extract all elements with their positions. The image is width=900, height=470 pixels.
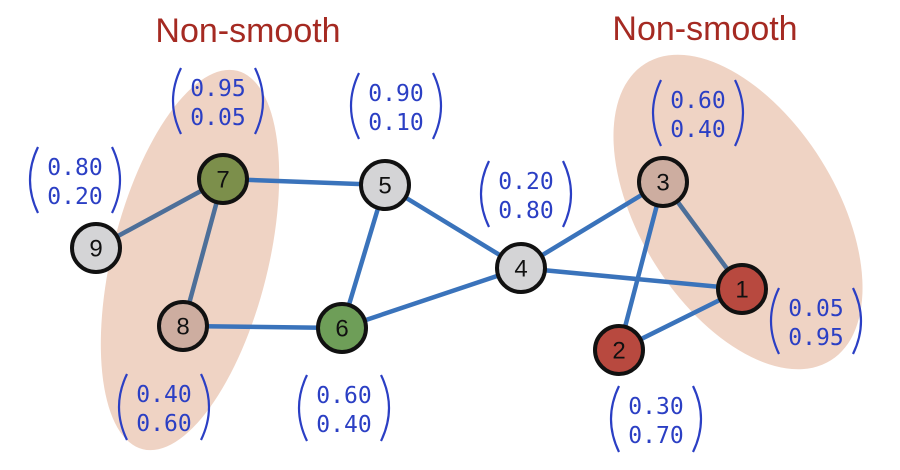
vector-1-bottom-value: 0.95 (788, 325, 843, 351)
region-title-right: Non-smooth (612, 10, 797, 48)
vector-1-left-paren (769, 287, 780, 355)
vector-9: 0.80 0.20 (28, 146, 122, 214)
vector-2-top-value: 0.30 (628, 394, 683, 420)
region-title-left: Non-smooth (155, 12, 340, 50)
vector-6-left-paren (297, 374, 308, 442)
node-1-circle (716, 263, 768, 315)
vector-8-left-paren (117, 373, 128, 441)
vector-7-left-paren (171, 67, 182, 135)
edge-6-4 (339, 265, 524, 331)
node-5-label: 5 (378, 173, 391, 200)
node-8: 8 (157, 300, 209, 352)
node-7: 7 (197, 153, 249, 205)
node-8-label: 8 (176, 314, 189, 341)
vector-2-right-paren (692, 385, 703, 453)
vector-2-bottom-value: 0.70 (628, 423, 683, 449)
edge-4-3 (518, 179, 666, 271)
vector-7-bottom-value: 0.05 (190, 105, 245, 131)
node-1-label: 1 (735, 277, 748, 304)
edge-3-2 (616, 179, 666, 353)
vector-5-right-paren (432, 72, 443, 140)
node-7-circle (197, 153, 249, 205)
vector-2-left-paren (609, 385, 620, 453)
node-6: 6 (316, 302, 368, 354)
node-7-label: 7 (216, 167, 229, 194)
vector-6-bottom-value: 0.40 (316, 412, 371, 438)
node-6-circle (316, 302, 368, 354)
node-2-circle (593, 324, 645, 376)
vector-3-bottom-value: 0.40 (670, 117, 725, 143)
vector-1: 0.05 0.95 (769, 287, 863, 355)
vector-9-right-paren (111, 146, 122, 214)
vector-8-bottom-value: 0.60 (136, 411, 191, 437)
edge-8-6 (180, 323, 345, 331)
vector-4-right-paren (562, 160, 573, 228)
vector-1-right-paren (852, 287, 863, 355)
node-9: 9 (70, 222, 122, 274)
node-2: 2 (593, 324, 645, 376)
vector-7-right-paren (254, 67, 265, 135)
node-8-circle (157, 300, 209, 352)
node-3-label: 3 (656, 170, 669, 197)
vector-5-bottom-value: 0.10 (368, 110, 423, 136)
node-6-label: 6 (335, 316, 348, 343)
vector-9-left-paren (28, 146, 39, 214)
node-5: 5 (359, 159, 411, 211)
node-4-label: 4 (514, 256, 527, 283)
vector-4-left-paren (479, 160, 490, 228)
edge-7-5 (220, 176, 388, 188)
vector-1-top-value: 0.05 (788, 296, 843, 322)
vector-7: 0.95 0.05 (171, 67, 265, 135)
nodes-layer: 1 2 3 4 5 6 7 8 9 (70, 153, 768, 376)
vector-6: 0.60 0.40 (297, 374, 391, 442)
node-3: 3 (637, 156, 689, 208)
edge-4-1 (518, 265, 745, 292)
node-1: 1 (716, 263, 768, 315)
node-4: 4 (495, 242, 547, 294)
vector-3-left-paren (651, 79, 662, 147)
vector-6-right-paren (380, 374, 391, 442)
node-9-label: 9 (89, 236, 102, 263)
vector-2: 0.30 0.70 (609, 385, 703, 453)
vector-4-bottom-value: 0.80 (498, 198, 553, 224)
node-5-circle (359, 159, 411, 211)
vectors-layer: 0.05 0.95 0.30 0.70 0.60 0.40 0.20 0.80 0.90 0.10… (28, 67, 863, 453)
vector-8: 0.40 0.60 (117, 373, 211, 441)
edge-5-4 (382, 182, 524, 271)
node-2-label: 2 (612, 338, 625, 365)
node-9-circle (70, 222, 122, 274)
vector-4-top-value: 0.20 (498, 169, 553, 195)
vector-3: 0.60 0.40 (651, 79, 745, 147)
vector-9-top-value: 0.80 (47, 155, 102, 181)
node-3-circle (637, 156, 689, 208)
vector-3-top-value: 0.60 (670, 88, 725, 114)
vector-5: 0.90 0.10 (349, 72, 443, 140)
vector-8-right-paren (200, 373, 211, 441)
vector-5-top-value: 0.90 (368, 81, 423, 107)
vector-5-left-paren (349, 72, 360, 140)
vector-9-bottom-value: 0.20 (47, 184, 102, 210)
vector-3-right-paren (734, 79, 745, 147)
vector-7-top-value: 0.95 (190, 76, 245, 102)
vector-6-top-value: 0.60 (316, 383, 371, 409)
node-4-circle (495, 242, 547, 294)
vector-8-top-value: 0.40 (136, 382, 191, 408)
region-right-nonsmooth (613, 54, 863, 370)
region-titles-layer: Non-smooth Non-smooth (155, 10, 797, 50)
vector-4: 0.20 0.80 (479, 160, 573, 228)
